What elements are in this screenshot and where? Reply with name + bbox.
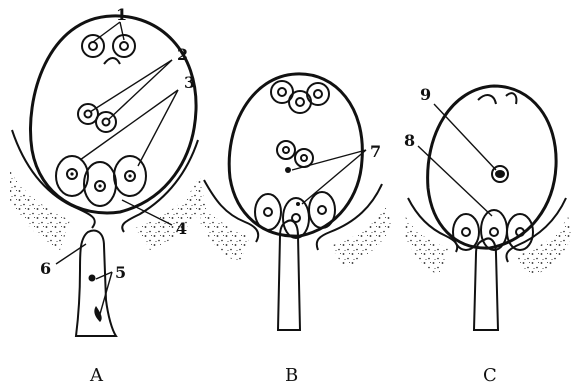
callout-1: 1 bbox=[116, 5, 127, 24]
callout-6: 6 bbox=[40, 259, 51, 278]
callout-3: 3 bbox=[184, 73, 195, 92]
callout-5: 5 bbox=[115, 263, 126, 282]
polar-nuclei-b bbox=[277, 141, 313, 173]
embryo-sac-c bbox=[428, 86, 556, 248]
callout-8: 8 bbox=[404, 131, 415, 150]
sperm-nucleus-1 bbox=[89, 275, 96, 282]
antipodal-remnant-c bbox=[478, 95, 496, 104]
pollen-tube-c bbox=[474, 239, 498, 330]
panel-c bbox=[404, 86, 572, 330]
panel-labels: A B C bbox=[89, 365, 497, 386]
antipodal-cells-a bbox=[82, 35, 135, 64]
panel-a bbox=[10, 16, 205, 336]
antipodal-cells-b bbox=[271, 81, 329, 113]
callout-2: 2 bbox=[177, 45, 188, 64]
tissue-stipple-right-c bbox=[516, 216, 572, 278]
callout-4: 4 bbox=[176, 219, 187, 238]
callout-7: 7 bbox=[370, 142, 381, 161]
callout-9: 9 bbox=[420, 85, 431, 104]
panel-label-a: A bbox=[89, 365, 104, 386]
egg-apparatus-a bbox=[56, 156, 146, 206]
panel-label-c: C bbox=[483, 365, 497, 386]
panel-b bbox=[200, 74, 392, 330]
antipodal-remnant-c2 bbox=[506, 93, 516, 104]
panel-label-b: B bbox=[285, 365, 298, 386]
